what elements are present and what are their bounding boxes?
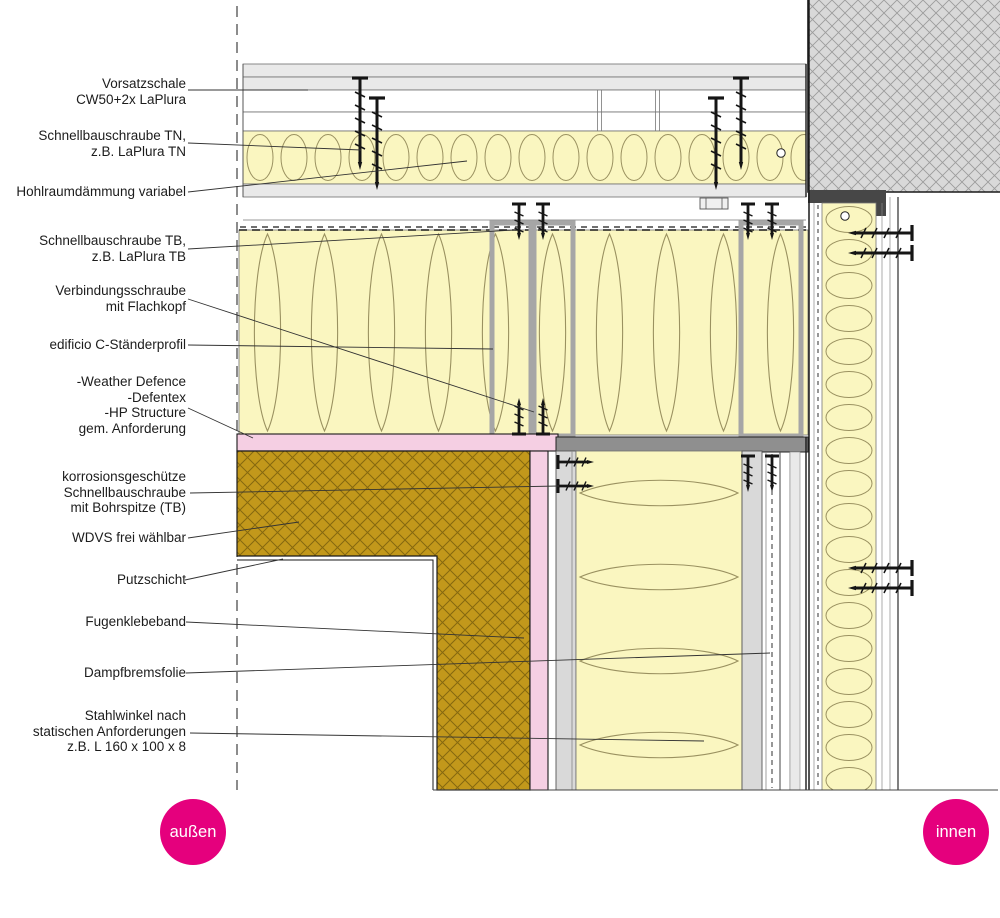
wdvs-insulation <box>236 450 531 791</box>
label-dampfbremsfolie: Dampfbremsfolie <box>83 665 186 680</box>
label-weather-defence: -Weather Defence -Defentex -HP Structure… <box>76 374 186 436</box>
badge-innen: innen <box>923 799 989 865</box>
top-wall-assembly <box>240 63 807 228</box>
detail-marker-circle <box>776 148 786 158</box>
label-hohlraumdaemmung: Hohlraumdämmung variabel <box>16 184 186 199</box>
plaster-layer <box>237 559 434 790</box>
badge-aussen: außen <box>160 799 226 865</box>
sheathing-board-horizontal <box>236 433 559 452</box>
label-fugenklebeband: Fugenklebeband <box>85 614 186 629</box>
inner-wall-assembly <box>808 0 899 791</box>
label-verbindungsschraube: Verbindungsschraube mit Flachkopf <box>55 283 186 314</box>
sheathing-board-vertical <box>529 450 549 791</box>
label-wdvs: WDVS frei wählbar <box>71 530 186 545</box>
label-schnellbauschraube-tb: Schnellbauschraube TB, z.B. LaPlura TB <box>39 233 186 264</box>
lower-wall-assembly <box>555 437 807 791</box>
label-schnellbauschraube-tn: Schnellbauschraube TN, z.B. LaPlura TN <box>38 128 186 159</box>
label-vorsatzschale: Vorsatzschale CW50+2x LaPlura <box>76 76 186 107</box>
track-profile <box>555 436 809 453</box>
label-c-staenderprofil: edificio C-Ständerprofil <box>49 337 186 352</box>
main-insulation <box>238 229 809 436</box>
label-korrosion-schraube: korrosionsgeschütze Schnellbauschraube m… <box>62 469 186 516</box>
leader-lines <box>184 89 771 742</box>
label-putzschicht: Putzschicht <box>116 572 186 587</box>
concrete-block <box>807 0 1000 193</box>
detail-marker-circle <box>840 211 850 221</box>
label-stahlwinkel: Stahlwinkel nach statischen Anforderunge… <box>32 708 186 755</box>
